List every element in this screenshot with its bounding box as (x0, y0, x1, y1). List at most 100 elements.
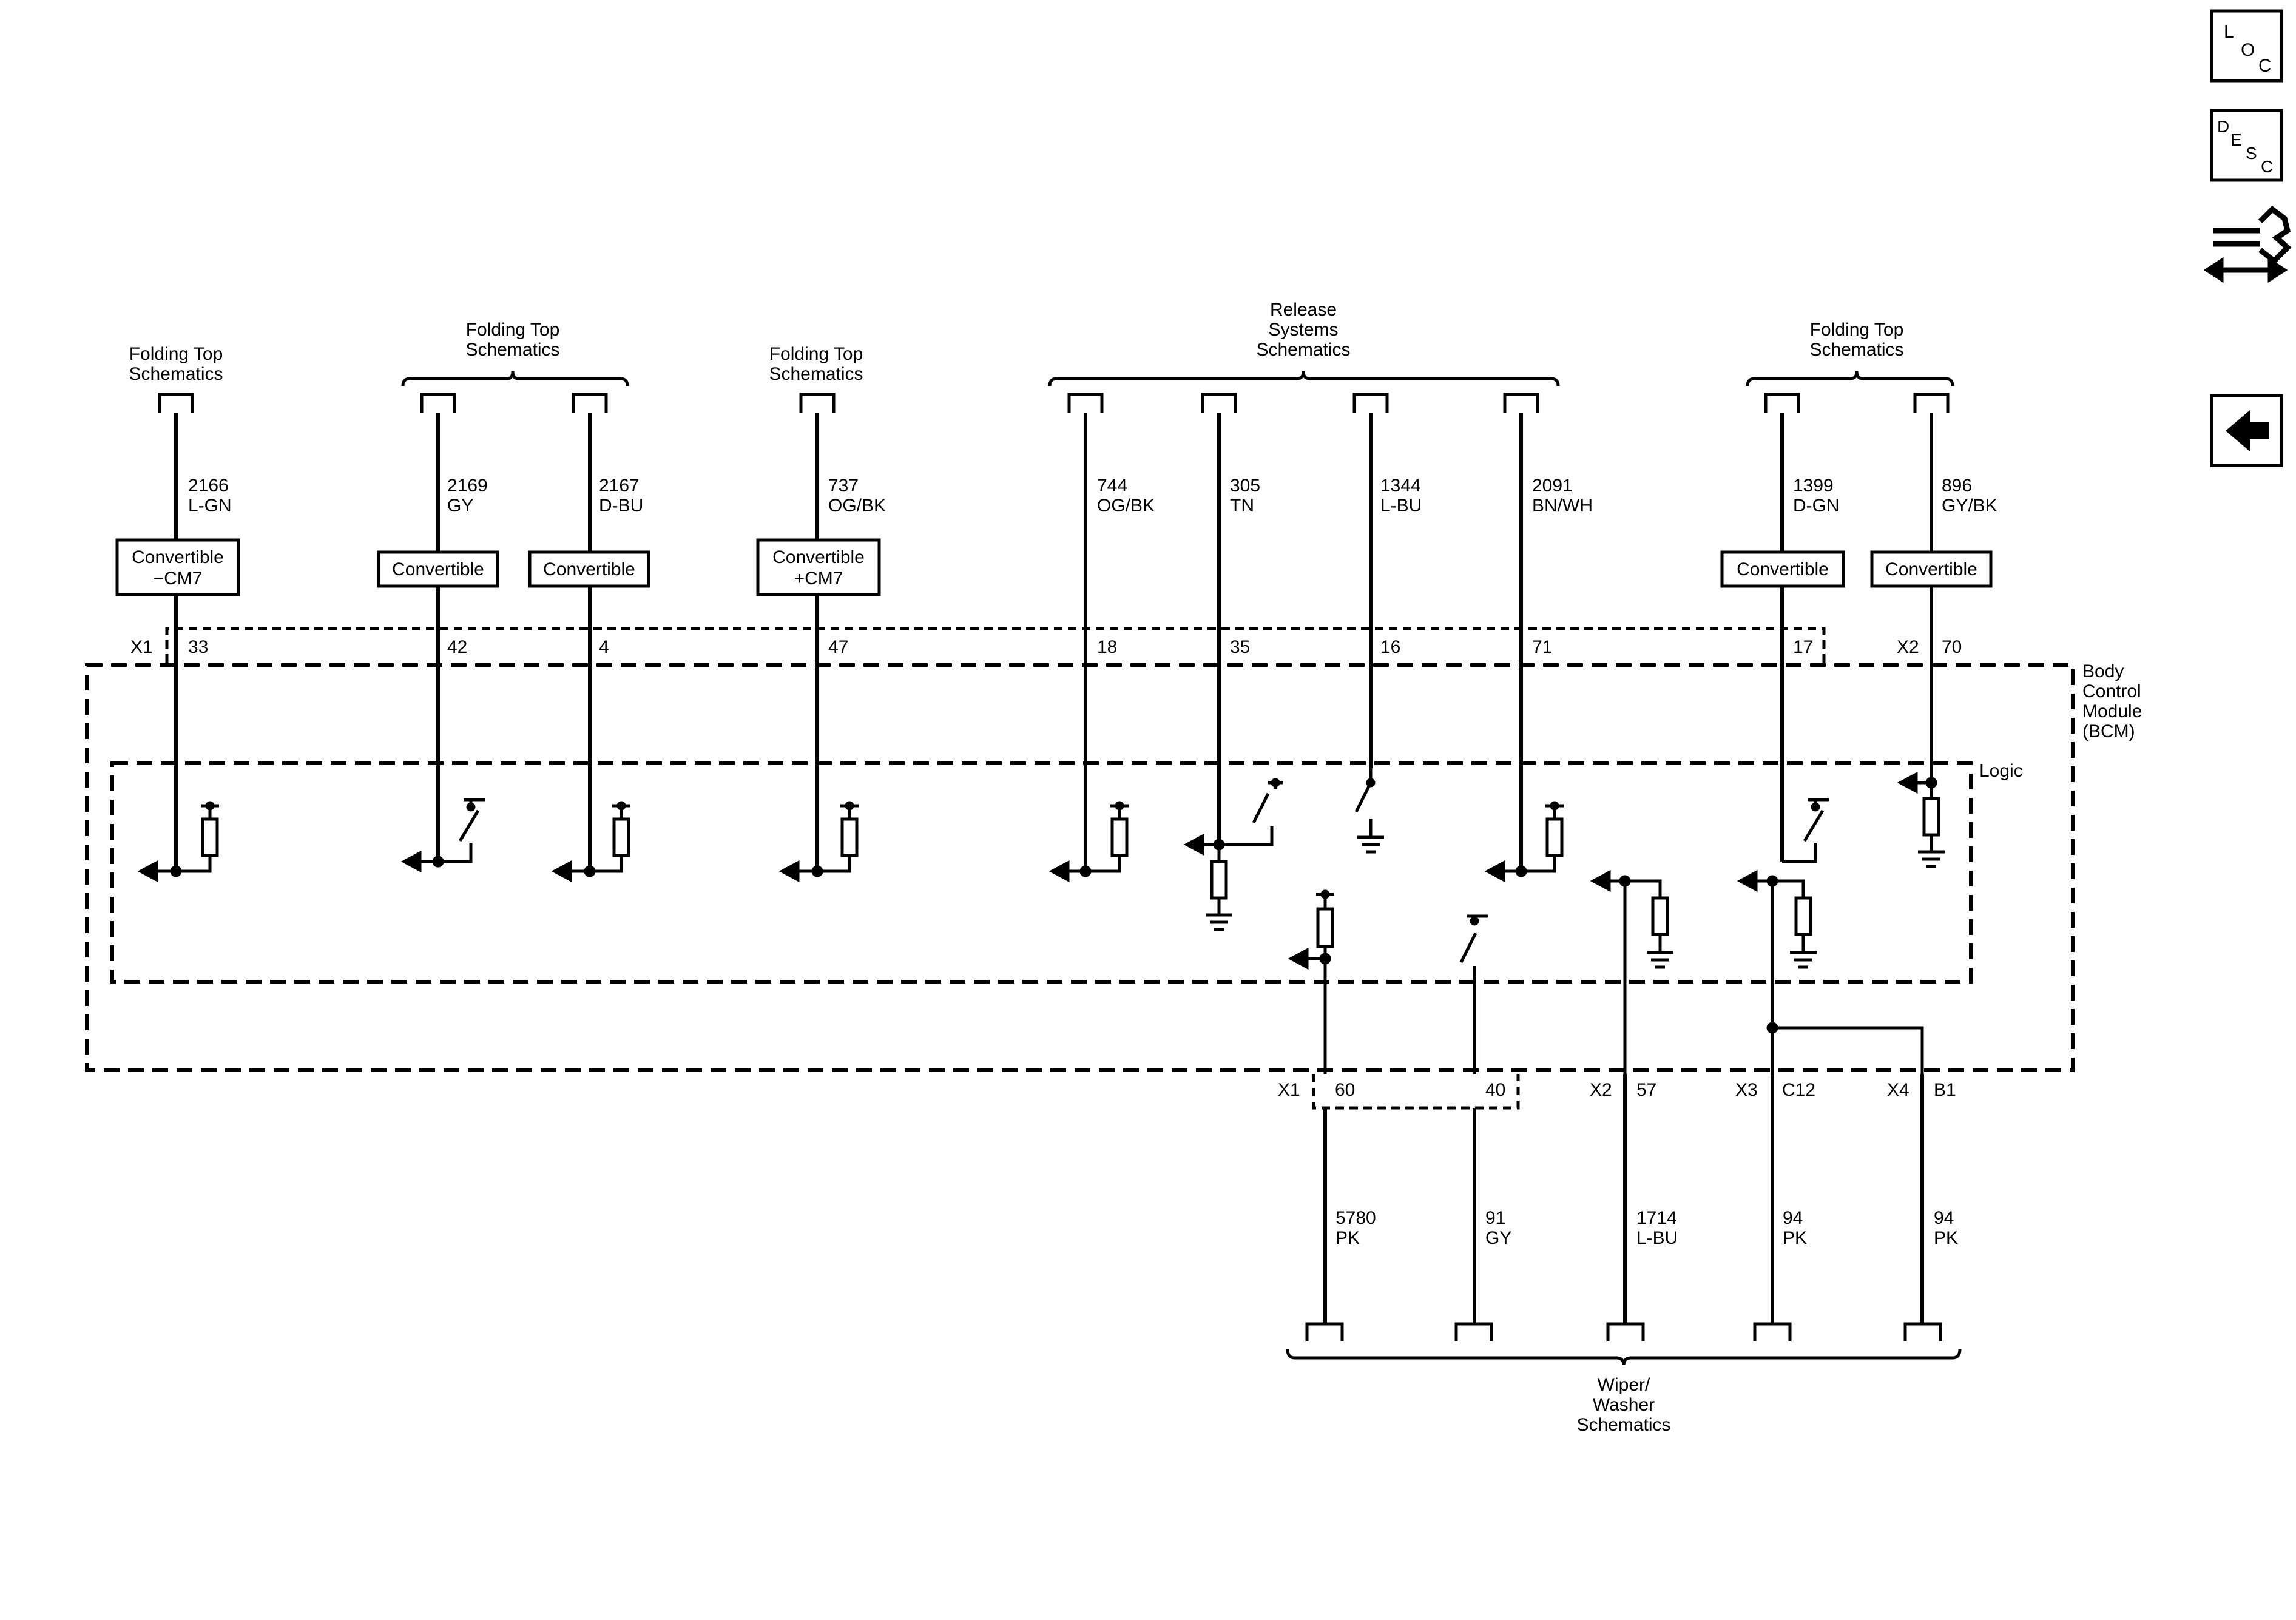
bottom-group-label: Wiper/ Washer Schematics (1576, 1375, 1670, 1435)
option-boxes (115, 538, 1993, 596)
circuit-744: 744 (1097, 476, 1127, 496)
svg-text:16: 16 (1380, 637, 1400, 657)
connector-x2-bottom-label: X2 (1590, 1080, 1612, 1100)
svg-text:+CM7: +CM7 (794, 569, 843, 589)
bcm-outline (85, 663, 2075, 1072)
pullup-input-71 (1484, 801, 1564, 883)
bottom-wire-labels: 5780 PK 91 GY 1714 L-BU 94 PK 94 PK (1335, 1208, 1958, 1248)
svg-text:E: E (2230, 130, 2242, 149)
logic-box (110, 761, 1973, 984)
option-box-convertible-1399 (1720, 550, 1845, 588)
pullup-input-33 (137, 801, 219, 883)
option-box-convertible-896 (1870, 550, 1993, 588)
pulldown-input-57 (1590, 869, 1673, 1074)
option-box-convertible-2169 (377, 550, 499, 588)
svg-text:Schematics: Schematics (1576, 1415, 1670, 1435)
svg-text:L-BU: L-BU (1636, 1228, 1678, 1248)
connector-x2-label: X2 (1897, 637, 1919, 657)
top-pins: X1 33 42 4 47 18 35 16 71 17 X2 70 (130, 637, 1962, 657)
desc-icon[interactable]: D E S C (2210, 109, 2283, 182)
group-label-folding-top-2a: Folding Top (466, 320, 560, 340)
svg-text:Wiper/: Wiper/ (1598, 1375, 1650, 1395)
svg-text:PK: PK (1335, 1228, 1360, 1248)
circuit-737: 737 (828, 476, 859, 496)
color-2091: BN/WH (1532, 496, 1593, 516)
group-label-folding-top-3a: Folding Top (769, 344, 863, 364)
option-box-labels: Convertible −CM7 Convertible Convertible… (132, 547, 1977, 589)
svg-text:94: 94 (1934, 1208, 1954, 1228)
connector-x1-outline (165, 627, 1826, 663)
circuit-305: 305 (1230, 476, 1260, 496)
svg-text:42: 42 (447, 637, 467, 657)
pulldown-input-70 (1897, 771, 1945, 868)
top-wires (174, 413, 1933, 871)
connector-repair-icon[interactable] (2203, 206, 2292, 283)
svg-text:71: 71 (1532, 637, 1552, 657)
bcm-name-2: Control (2082, 681, 2141, 701)
group-label-release-a: Release (1270, 300, 1337, 320)
bcm-name-3: Module (2082, 701, 2142, 721)
svg-text:Washer: Washer (1593, 1395, 1655, 1415)
top-connector-symbols (158, 393, 1950, 413)
pullup-input-4 (551, 801, 630, 883)
brace-folding-top-4 (1746, 371, 1954, 386)
group-label-folding-top-4b: Schematics (1809, 340, 1903, 360)
svg-text:PK: PK (1783, 1228, 1807, 1248)
back-arrow-icon[interactable] (2210, 394, 2283, 467)
top-group-labels: Folding Top Schematics Folding Top Schem… (129, 300, 1903, 384)
color-305: TN (1230, 496, 1254, 516)
svg-text:Convertible: Convertible (543, 559, 635, 579)
svg-text:57: 57 (1636, 1080, 1656, 1100)
svg-text:C: C (2258, 56, 2272, 76)
group-label-release-c: Schematics (1256, 340, 1350, 360)
switch-input-17 (1782, 798, 1829, 863)
svg-text:O: O (2241, 40, 2255, 60)
color-2169: GY (447, 496, 473, 516)
svg-text:Convertible: Convertible (772, 547, 865, 567)
color-1399: D-GN (1793, 496, 1840, 516)
group-label-folding-top-2b: Schematics (465, 340, 559, 360)
svg-text:60: 60 (1335, 1080, 1355, 1100)
svg-text:4: 4 (599, 637, 609, 657)
circuit-896: 896 (1942, 476, 1972, 496)
svg-text:35: 35 (1230, 637, 1250, 657)
switch-ground-16 (1354, 768, 1384, 854)
loc-icon[interactable]: L O C (2210, 9, 2283, 83)
group-label-folding-top-3b: Schematics (769, 364, 863, 384)
svg-text:Convertible: Convertible (392, 559, 484, 579)
svg-text:94: 94 (1783, 1208, 1803, 1228)
svg-text:47: 47 (828, 637, 848, 657)
svg-text:GY: GY (1485, 1228, 1511, 1248)
svg-text:40: 40 (1485, 1080, 1505, 1100)
connector-x1-bottom-outline (1312, 1074, 1520, 1110)
group-label-folding-top-4a: Folding Top (1810, 320, 1904, 340)
svg-text:18: 18 (1097, 637, 1117, 657)
brace-wiper-washer (1286, 1349, 1962, 1366)
group-label-release-b: Systems (1268, 320, 1338, 340)
circuit-2166: 2166 (188, 476, 229, 496)
switch-input-42 (400, 798, 485, 873)
group-label-folding-top-1a: Folding Top (129, 344, 223, 364)
svg-text:−CM7: −CM7 (154, 569, 203, 589)
pullup-input-18 (1048, 801, 1129, 883)
svg-text:5780: 5780 (1335, 1208, 1376, 1228)
circuit-1399: 1399 (1793, 476, 1834, 496)
svg-text:91: 91 (1485, 1208, 1505, 1228)
svg-text:Convertible: Convertible (1885, 559, 1977, 579)
svg-text:C12: C12 (1782, 1080, 1815, 1100)
color-1344: L-BU (1380, 496, 1422, 516)
bcm-box (85, 663, 2075, 1072)
bottom-connector-symbols (1305, 1322, 1942, 1341)
switch-output-40 (1459, 914, 1488, 1074)
svg-text:S: S (2246, 144, 2257, 163)
svg-text:B1: B1 (1934, 1080, 1956, 1100)
svg-text:Convertible: Convertible (1737, 559, 1829, 579)
svg-text:L: L (2224, 22, 2234, 42)
svg-text:17: 17 (1793, 637, 1813, 657)
option-box-convertible-minus-cm7 (115, 538, 240, 596)
svg-text:D: D (2217, 117, 2229, 136)
color-2166: L-GN (188, 496, 232, 516)
option-box-convertible-2167 (528, 550, 650, 588)
